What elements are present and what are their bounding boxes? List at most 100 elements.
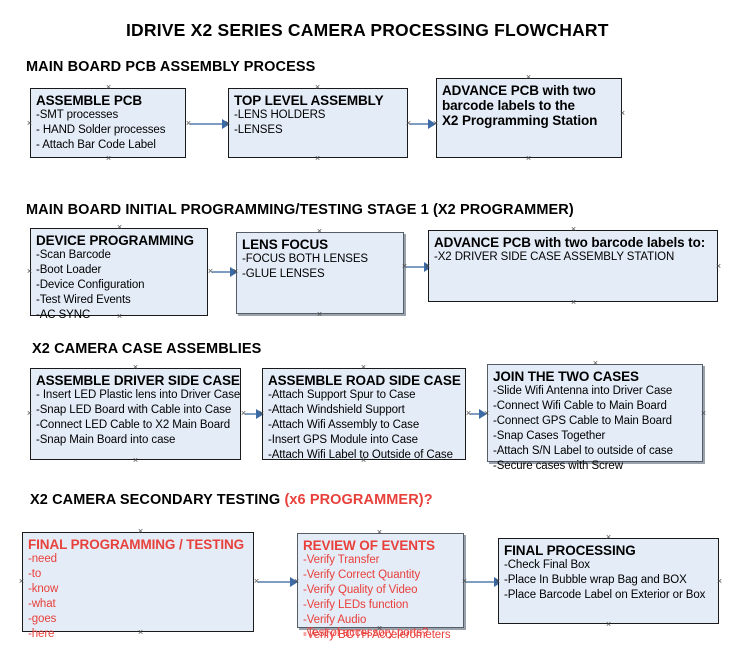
section-heading-main-board-initial-programming: MAIN BOARD INITIAL PROGRAMMING/TESTING S… [26,202,574,218]
flow-box-line: -goes [28,612,57,625]
flow-box-assemble-driver-side-case[interactable]: ASSEMBLE DRIVER SIDE CASE - Insert LED P… [30,368,241,460]
connection-handle-icon [619,110,626,117]
flow-box-line: -Verify Audio [303,613,367,626]
flow-box-line: -Insert GPS Module into Case [268,433,418,446]
flow-box-final-programming-testing[interactable]: FINAL PROGRAMMING / TESTING -need -to -k… [22,532,254,640]
connection-handle-icon [26,410,33,417]
flow-box-title: DEVICE PROGRAMMING [36,233,194,248]
flow-box-assemble-road-side-case[interactable]: ASSEMBLE ROAD SIDE CASE -Attach Support … [262,368,466,461]
flow-box-line: -Verify LEDs function [303,598,409,611]
connection-handle-icon [293,578,300,585]
flow-box-line: -to [28,568,42,581]
flow-box-line: -LENS HOLDERS [234,109,326,122]
flow-box-line: -need [28,553,57,566]
connection-handle-icon [316,228,323,235]
connection-handle-icon [376,625,383,632]
connector-line [258,581,294,583]
flow-box-line: -GLUE LENSES [242,268,325,281]
flow-box-title: FINAL PROCESSING [504,543,636,558]
flow-box-device-programming[interactable]: DEVICE PROGRAMMING -Scan Barcode -Boot L… [30,228,208,321]
flow-box-overflow-line: -Test of accessory ports? [303,627,429,640]
connection-handle-icon [232,268,239,275]
flow-box-line: -Boot Loader [36,264,102,277]
document-title: IDRIVE X2 SERIES CAMERA PROCESSING FLOWC… [126,20,609,40]
connection-handle-icon [116,313,123,320]
flow-box-line: -Connect Wifi Cable to Main Board [493,400,667,413]
flow-box-title: ASSEMBLE DRIVER SIDE CASE [36,373,240,388]
flow-box-top-level-assembly[interactable]: TOP LEVEL ASSEMBLY -LENS HOLDERS -LENSES [228,88,408,158]
connection-handle-icon [401,263,408,270]
connection-handle-icon [116,224,123,231]
flow-box-line: -Attach Wifi Assembly to Case [268,418,420,431]
flow-box-assemble-pcb[interactable]: ASSEMBLE PCB -SMT processes - HAND Solde… [30,88,186,158]
section-heading-suffix: (x6 PROGRAMMER)? [284,492,433,508]
connection-handle-icon [316,311,323,318]
flow-box-join-the-two-cases[interactable]: JOIN THE TWO CASES -Slide Wifi Antenna i… [487,364,703,472]
flow-box-advance-pcb-x2-programming-station[interactable]: ADVANCE PCB with two barcode labels to t… [436,78,622,158]
flow-box-lens-focus[interactable]: LENS FOCUS -FOCUS BOTH LENSES -GLUE LENS… [236,232,404,314]
connection-handle-icon [360,364,367,371]
connection-handle-icon [253,578,260,585]
connector-line [245,413,261,415]
connection-handle-icon [570,226,577,233]
flow-box-line: -Snap Main Board into case [36,433,176,446]
flow-box-title: TOP LEVEL ASSEMBLY [234,93,384,108]
flow-box-line: -Device Configuration [36,278,145,291]
connection-handle-icon [207,268,214,275]
connection-handle-icon [26,120,33,127]
connection-handle-icon [18,578,25,585]
connection-handle-icon [185,120,192,127]
flow-box-line: - Attach Bar Code Label [36,138,156,151]
connection-handle-icon [432,120,439,127]
flow-box-line: -Attach Support Spur to Case [268,389,416,402]
connection-handle-icon [525,155,532,162]
flow-box-line: - Insert LED Plastic lens into Driver Ca… [36,389,241,402]
connection-handle-icon [461,578,468,585]
flow-box-advance-pcb-driver-side-case[interactable]: ADVANCE PCB with two barcode labels to: … [428,230,718,302]
connection-handle-icon [26,268,33,275]
connection-handle-icon [483,410,490,417]
connection-handle-icon [314,84,321,91]
flow-box-final-processing[interactable]: FINAL PROCESSING -Check Final Box -Place… [498,538,719,624]
connection-handle-icon [137,528,144,535]
connection-handle-icon [405,120,412,127]
flow-box-line: -Connect LED Cable to X2 Main Board [36,418,231,431]
flow-box-line: -Slide Wifi Antenna into Driver Case [493,385,673,398]
flow-box-title: REVIEW OF EVENTS [303,538,435,553]
flow-box-line: -Place Barcode Label on Exterior or Box [504,588,706,601]
flow-box-line: -Scan Barcode [36,249,111,262]
connection-handle-icon [592,459,599,466]
connection-handle-icon [137,629,144,636]
flow-box-title: ADVANCE PCB with two [442,83,596,98]
connection-handle-icon [105,155,112,162]
section-heading-text: X2 CAMERA SECONDARY TESTING [30,492,285,508]
flow-box-line: -Snap LED Board with Cable into Case [36,404,232,417]
connector-line [406,266,428,268]
section-heading-x2-camera-case-assemblies: X2 CAMERA CASE ASSEMBLIES [32,341,262,357]
connection-handle-icon [258,410,265,417]
connection-handle-icon [494,578,501,585]
flow-box-line: -Check Final Box [504,559,590,572]
connection-handle-icon [605,534,612,541]
flow-box-line: -Verify BOTH Accelerometers [303,628,451,641]
flow-box-line: -Secure cases with Screw [493,459,623,472]
connection-handle-icon [716,578,723,585]
connector-line [190,123,226,125]
flow-box-line: -LENSES [234,124,283,137]
flow-box-title: FINAL PROGRAMMING / TESTING [28,537,245,552]
flow-box-line: -Connect GPS Cable to Main Board [493,414,672,427]
flow-box-line: -Verify Transfer [303,554,380,567]
flow-box-line: -Verify Correct Quantity [303,569,421,582]
connection-handle-icon [224,120,231,127]
flow-box-line: -Verify Quality of Video [303,583,418,596]
flow-box-title: ASSEMBLE ROAD SIDE CASE [268,373,461,388]
section-heading-main-board-pcb-assembly: MAIN BOARD PCB ASSEMBLY PROCESS [26,59,316,75]
flow-box-line: -Snap Cases Together [493,429,606,442]
flow-box-line: -FOCUS BOTH LENSES [242,253,368,266]
flow-box-line: -Attach S/N Label to outside of case [493,444,673,457]
connection-handle-icon [465,410,472,417]
flow-box-title: X2 Programming Station [442,113,598,129]
flow-box-line: -know [28,582,59,595]
flow-box-line: -SMT processes [36,109,119,122]
flow-box-review-of-events[interactable]: REVIEW OF EVENTS -Verify Transfer -Verif… [297,533,464,641]
